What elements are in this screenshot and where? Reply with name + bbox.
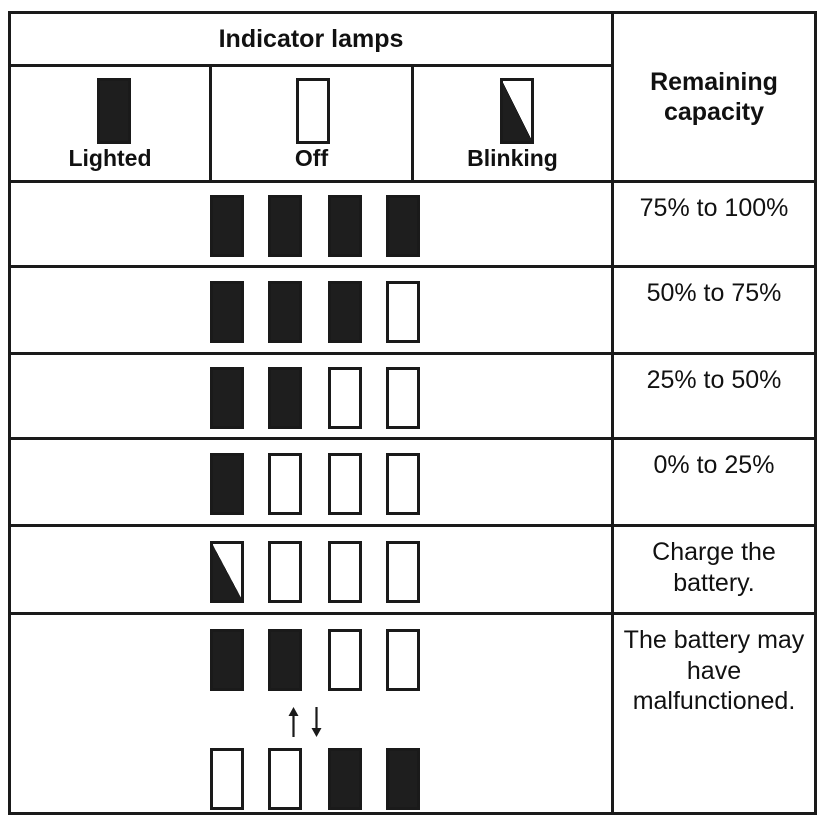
lamp-icon-off <box>296 78 330 144</box>
lamp-row-6-bottom-3 <box>328 748 362 810</box>
capacity-cell-row-5: Charge the battery. <box>614 527 814 615</box>
header-indicator-lamps: Indicator lamps <box>11 14 614 67</box>
lamp-cell-row-5 <box>11 527 614 615</box>
lamp-row-4-3 <box>328 453 362 515</box>
lamp-row-6-bottom-1 <box>210 748 244 810</box>
lamp-icon-lighted <box>97 78 131 144</box>
lamp-row-6-top-3 <box>328 629 362 691</box>
lamp-cell-row-1 <box>11 183 614 268</box>
lamp-row-1-2 <box>268 195 302 257</box>
legend-cell-lighted: Lighted <box>11 67 212 183</box>
lamp-cell-row-3 <box>11 355 614 440</box>
lamp-group-row-6-top <box>210 629 450 691</box>
capacity-cell-row-4: 0% to 25% <box>614 440 814 527</box>
lamp-cell-row-4 <box>11 440 614 527</box>
lamp-icon-blinking <box>500 78 534 144</box>
lamp-row-6-bottom-2 <box>268 748 302 810</box>
arrow-down-icon <box>311 707 322 737</box>
capacity-cell-row-1: 75% to 100% <box>614 183 814 268</box>
lamp-cell-row-6 <box>11 615 614 812</box>
lamp-group-row-4 <box>210 453 450 515</box>
lamp-row-1-4 <box>386 195 420 257</box>
lamp-row-4-1 <box>210 453 244 515</box>
lamp-row-2-3 <box>328 281 362 343</box>
lamp-row-3-1 <box>210 367 244 429</box>
legend-label-lighted: Lighted <box>68 145 152 171</box>
lamp-group-row-1 <box>210 195 450 257</box>
indicator-lamp-table: Indicator lamps Remaining capacity Light… <box>8 11 817 815</box>
lamp-row-2-4 <box>386 281 420 343</box>
header-remaining-capacity-label: Remaining capacity <box>650 67 778 127</box>
lamp-row-6-bottom-4 <box>386 748 420 810</box>
legend-label-blinking: Blinking <box>467 145 558 171</box>
legend-label-off: Off <box>294 145 329 171</box>
lamp-row-6-top-4 <box>386 629 420 691</box>
lamp-row-4-4 <box>386 453 420 515</box>
capacity-label-row-2: 50% to 75% <box>646 279 782 307</box>
capacity-label-row-3: 25% to 50% <box>646 366 782 394</box>
lamp-row-1-1 <box>210 195 244 257</box>
lamp-group-row-5 <box>210 541 450 603</box>
capacity-cell-row-2: 50% to 75% <box>614 268 814 355</box>
lamp-row-3-2 <box>268 367 302 429</box>
alternation-arrows <box>288 707 322 737</box>
lamp-group-row-6-bottom <box>210 748 450 810</box>
lamp-row-5-4 <box>386 541 420 603</box>
lamp-row-4-2 <box>268 453 302 515</box>
capacity-label-row-5: Charge the battery. <box>652 538 776 597</box>
lamp-row-5-3 <box>328 541 362 603</box>
capacity-cell-row-3: 25% to 50% <box>614 355 814 440</box>
lamp-group-row-2 <box>210 281 450 343</box>
lamp-row-3-3 <box>328 367 362 429</box>
lamp-row-5-1 <box>210 541 244 603</box>
lamp-row-1-3 <box>328 195 362 257</box>
lamp-row-5-2 <box>268 541 302 603</box>
lamp-row-2-2 <box>268 281 302 343</box>
header-remaining-capacity: Remaining capacity <box>614 14 814 183</box>
lamp-row-6-top-2 <box>268 629 302 691</box>
legend-cell-off: Off <box>212 67 414 183</box>
lamp-row-3-4 <box>386 367 420 429</box>
capacity-label-row-6: The battery may have malfunctioned. <box>623 626 805 715</box>
lamp-cell-row-2 <box>11 268 614 355</box>
capacity-cell-row-6: The battery may have malfunctioned. <box>614 615 814 812</box>
capacity-label-row-1: 75% to 100% <box>639 194 789 222</box>
capacity-label-row-4: 0% to 25% <box>653 451 775 479</box>
arrow-up-icon <box>288 707 299 737</box>
lamp-group-row-3 <box>210 367 450 429</box>
header-indicator-lamps-label: Indicator lamps <box>218 24 404 53</box>
lamp-row-6-top-1 <box>210 629 244 691</box>
lamp-row-2-1 <box>210 281 244 343</box>
legend-cell-blinking: Blinking <box>414 67 614 183</box>
